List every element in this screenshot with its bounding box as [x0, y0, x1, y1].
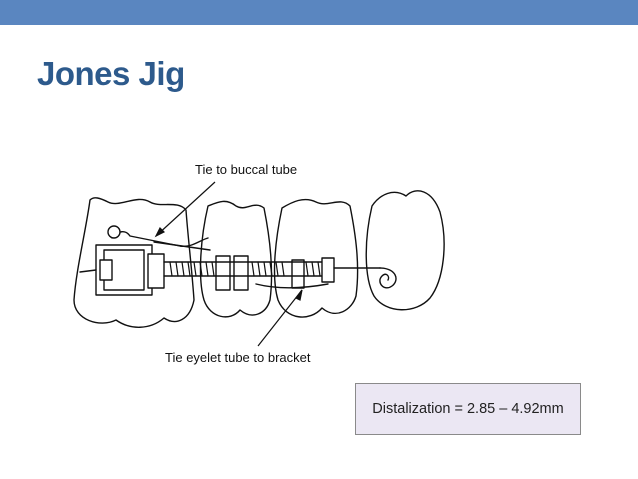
premolar-bracket-1: [215, 255, 231, 291]
tooth-molar-right-outline: [365, 190, 445, 311]
label-tie-eyelet-tube: Tie eyelet tube to bracket: [165, 350, 311, 365]
top-accent-bar: [0, 0, 638, 25]
slide-title: Jones Jig: [37, 55, 185, 92]
label-tie-to-buccal-tube: Tie to buccal tube: [195, 162, 297, 177]
premolar-bracket-2: [291, 259, 305, 289]
eyelet-tube: [321, 257, 335, 283]
jones-jig-diagram: Tie to buccal tube Tie eyelet tube to br…: [73, 162, 445, 365]
distalization-caption: Distalization = 2.85 – 4.92mm: [355, 383, 581, 435]
tooth-premolar-1-outline: [199, 200, 273, 318]
distalization-text: Distalization = 2.85 – 4.92mm: [372, 401, 564, 417]
distal-hook: [379, 267, 397, 289]
tooth-premolar-2-outline: [273, 198, 359, 318]
tooth-molar-outline: [73, 197, 195, 328]
